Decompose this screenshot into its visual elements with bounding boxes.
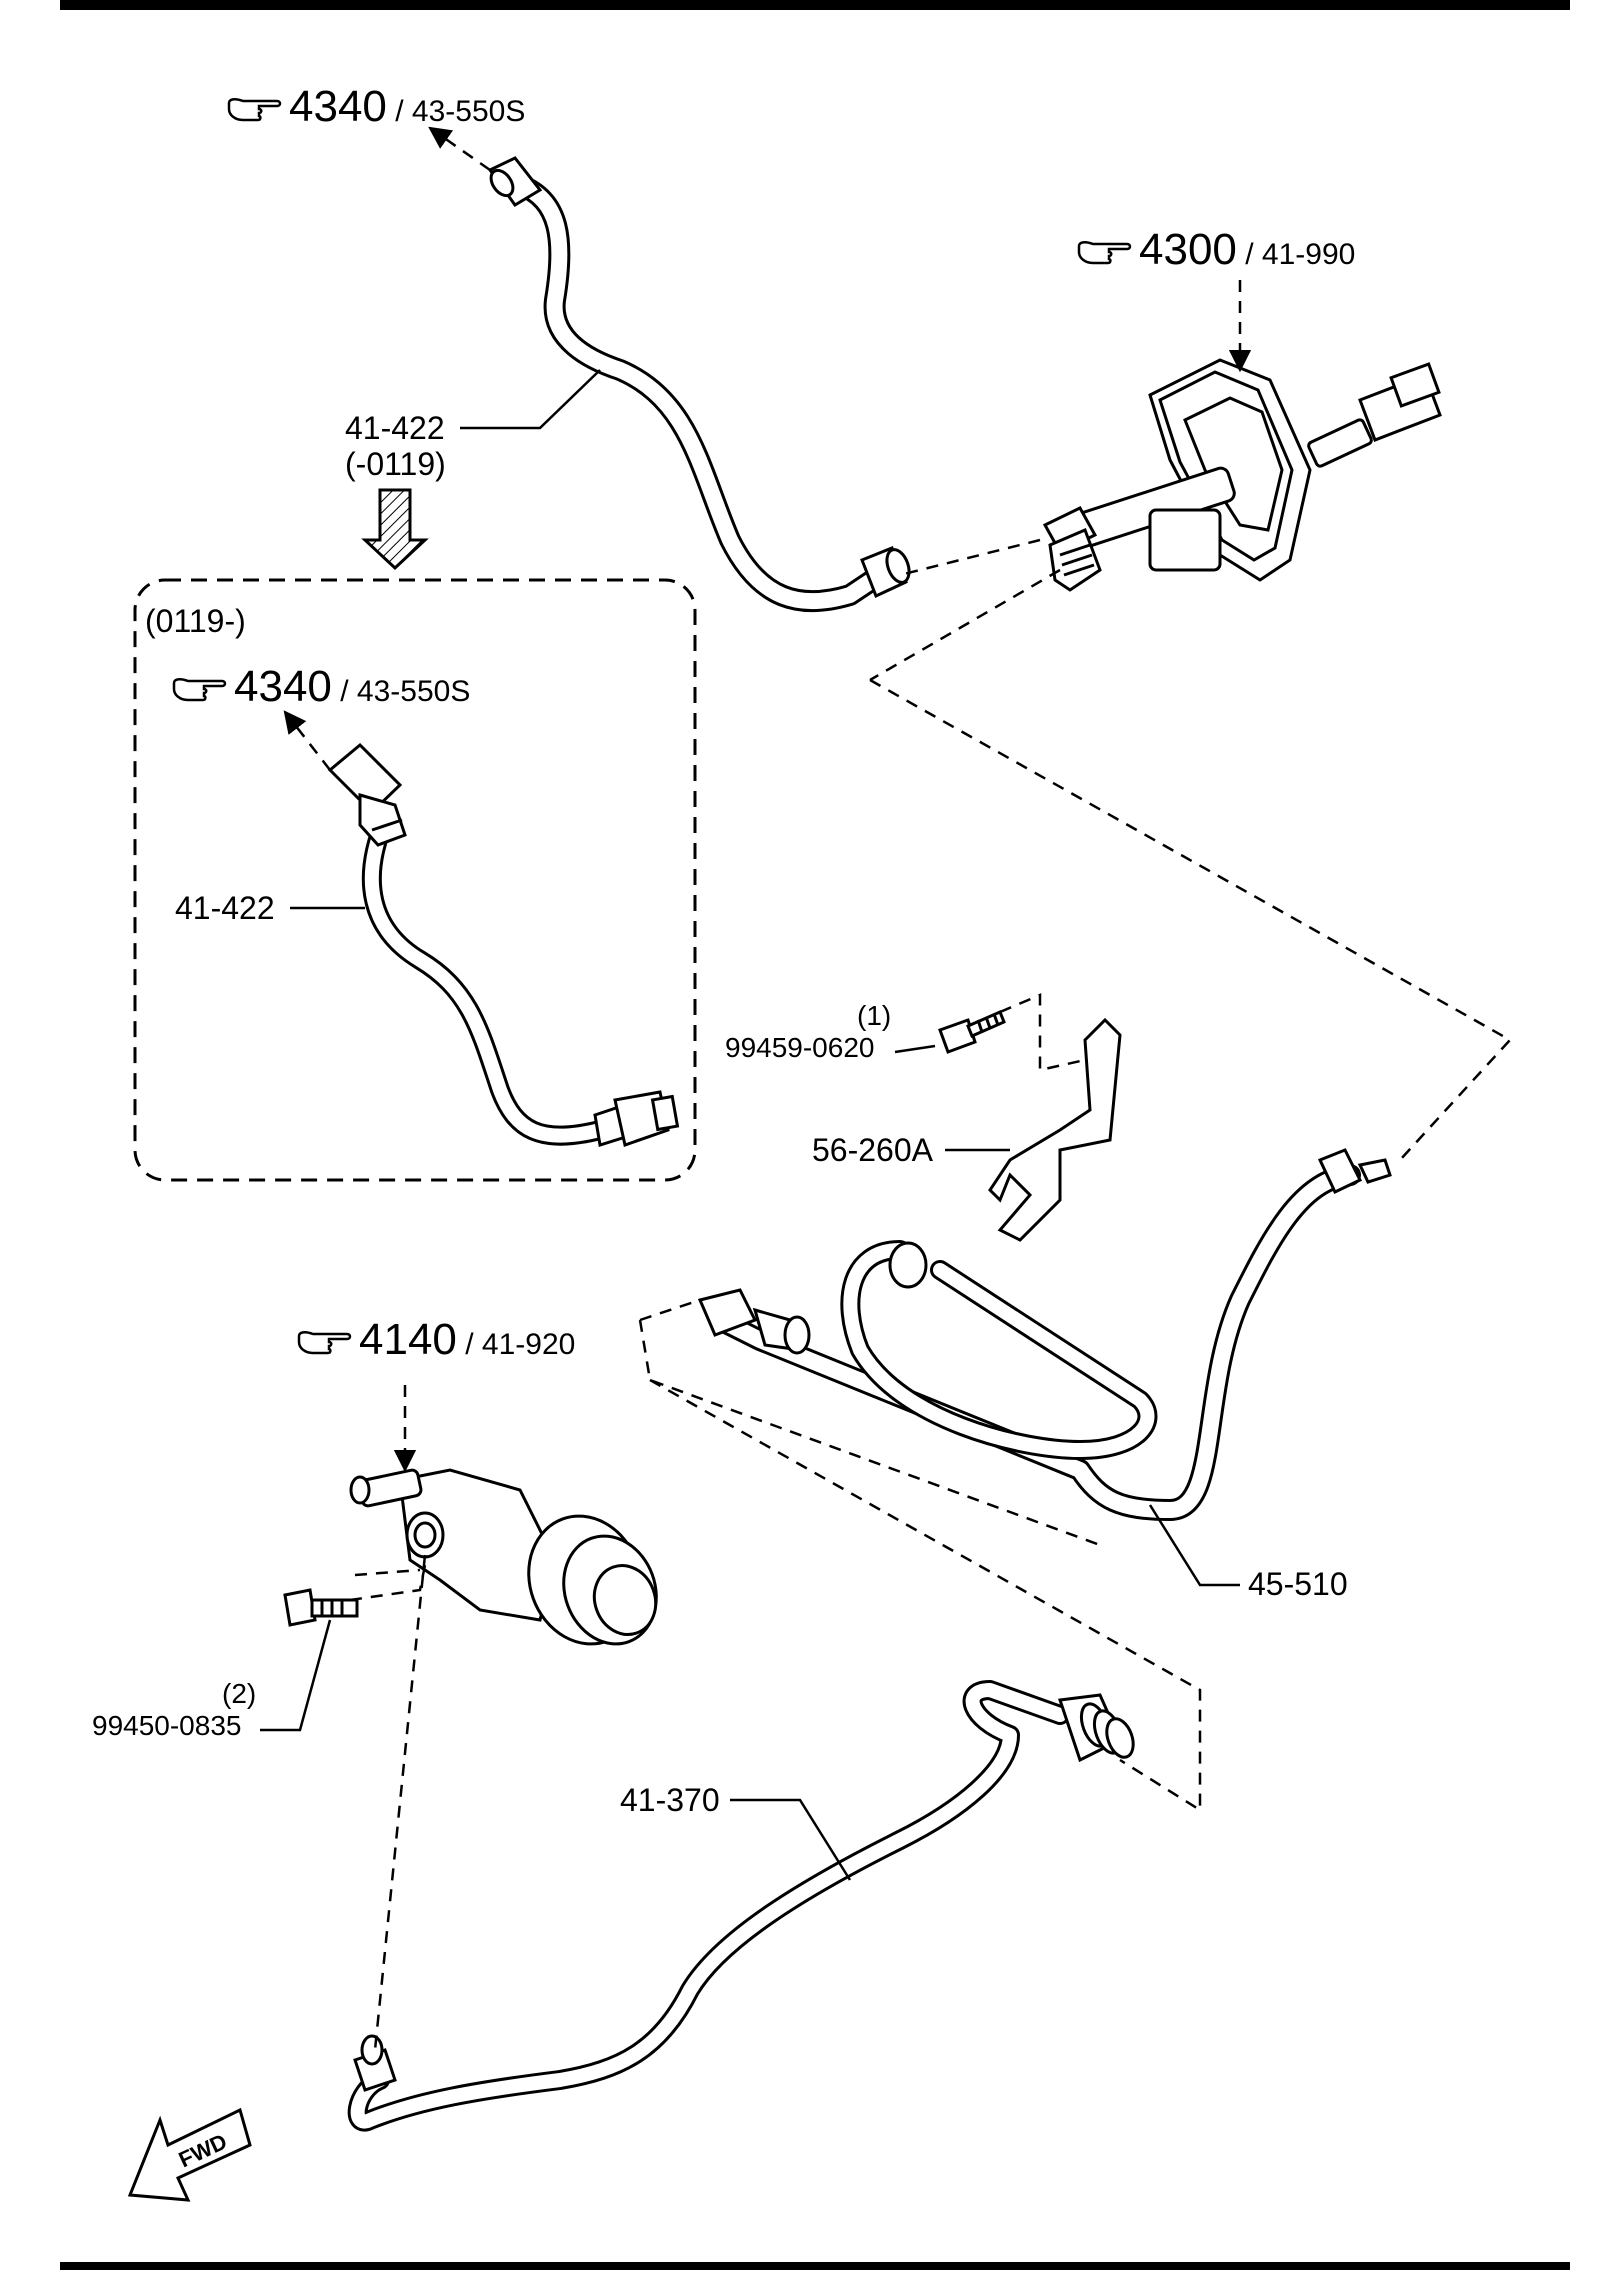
label-bolt1-qty: (1) [857,1000,892,1031]
label-pipe-upper: 41-422 [345,410,445,446]
label-bracket: 56-260A [812,1132,933,1168]
ref-lower: 4140 / 41-920 [295,1318,575,1362]
ref-part: 43-550S [411,95,526,128]
label-hose: 45-510 [1248,1566,1348,1602]
clutch-pipe-lower [347,1680,1070,2132]
bottom-border [60,2262,1570,2270]
reference-lines [283,126,1512,2051]
hose-fittings [697,1148,1392,1355]
label-pipe-lower: 41-370 [620,1782,720,1818]
bolt-99459-0620 [938,1010,1006,1054]
pointing-hand-icon [1077,241,1132,265]
label-bolt2-part: 99450-0835 [92,1710,242,1741]
fwd-arrow-icon [127,2107,252,2202]
ref-code: 4300 [1139,225,1237,274]
label-bolt1-part: 99459-0620 [725,1032,875,1063]
hatched-down-arrow-icon [361,488,429,571]
clutch-release-cylinder [349,1468,658,1646]
pointing-hand-icon [172,678,227,702]
ref-part: 41-920 [481,1328,576,1361]
ref-code: 4340 [289,82,387,131]
label-inset-range: (0119-) [145,603,246,639]
inset-box [133,578,697,1182]
clutch-pipe-upper [509,174,891,613]
clutch-hose [709,1164,1361,1521]
ref-code: 4140 [359,1315,457,1364]
hose-bracket [988,1017,1122,1242]
label-bolt2-qty: (2) [222,1678,257,1709]
ref-top-left: 4340 / 43-550S [225,85,525,129]
label-pipe-upper-range: (-0119) [345,446,446,482]
solid-leaders [260,369,1240,1881]
top-border [60,0,1570,10]
ref-part: 41-990 [1261,238,1356,271]
bolt-99450-0835 [283,1588,359,1627]
ref-top-right: 4300 / 41-990 [1075,228,1355,272]
clutch-pipe-inset [361,810,610,1146]
ref-inset: 4340 / 43-550S [170,665,470,709]
pointing-hand-icon [227,98,282,122]
clutch-master-cylinder [1042,358,1442,592]
ref-part: 43-550S [356,675,471,708]
pointing-hand-icon [297,1331,352,1355]
inset-connector-bottom [593,1090,680,1147]
inset-connector-top [327,742,407,847]
pipe-fitting-top [487,156,543,207]
pipe-fitting-bottom [860,546,911,599]
lower-pipe-fittings [353,1693,1135,2092]
label-pipe-inset: 41-422 [175,890,275,926]
ref-code: 4340 [234,662,332,711]
